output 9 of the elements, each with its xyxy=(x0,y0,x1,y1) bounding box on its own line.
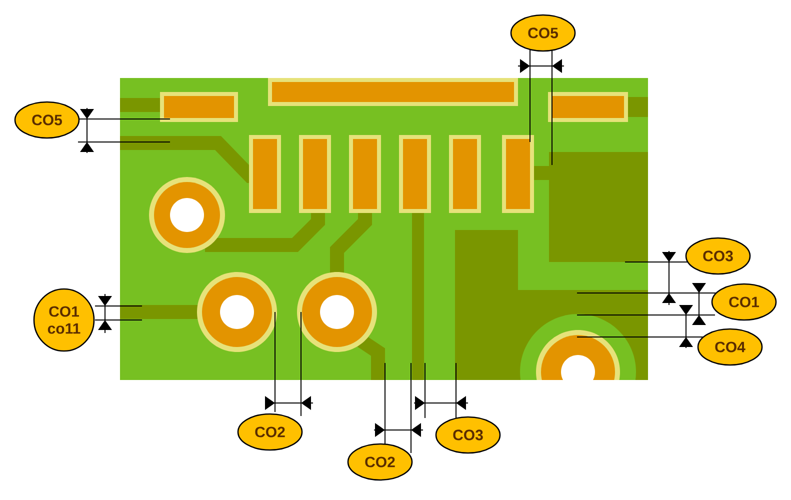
callout-label: CO1 co11 xyxy=(33,288,95,352)
callout-label: CO3 xyxy=(685,237,751,275)
callout-label: CO5 xyxy=(14,101,80,139)
callout-label: CO1 xyxy=(711,283,777,321)
callout-label: CO4 xyxy=(697,328,763,366)
callout-label: CO2 xyxy=(237,413,303,451)
callout-label: CO5 xyxy=(510,14,576,52)
callout-label: CO3 xyxy=(435,416,501,454)
callout-label: CO2 xyxy=(347,443,413,481)
